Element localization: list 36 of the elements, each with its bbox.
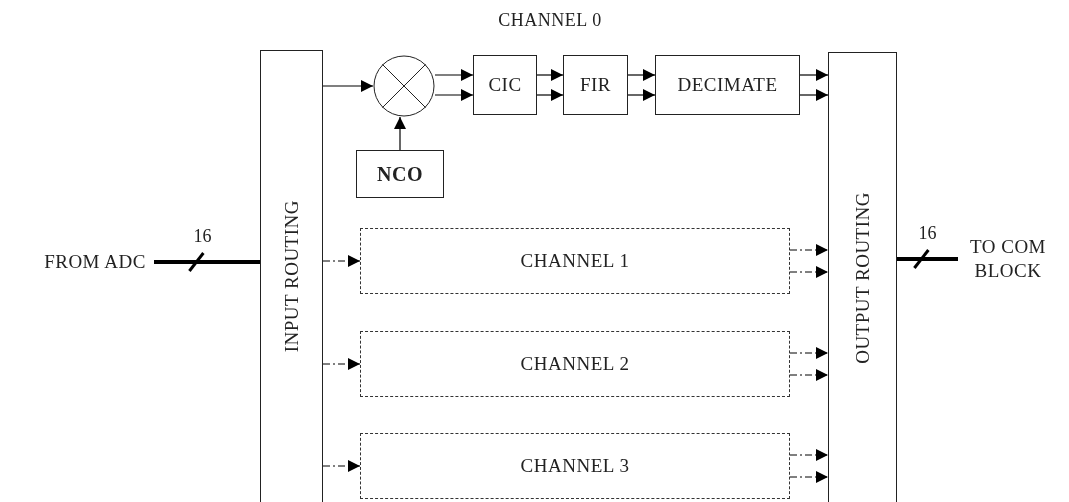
arrow	[434, 69, 474, 81]
channel-box: CHANNEL 3	[360, 433, 790, 499]
arrow	[789, 471, 829, 483]
channel-title: CHANNEL 0	[497, 10, 603, 31]
arrow	[322, 358, 361, 370]
routing-block: INPUT ROUTING	[260, 50, 323, 502]
mixer-symbol	[373, 55, 435, 117]
channel-box: CHANNEL 2	[360, 331, 790, 397]
arrow	[627, 89, 656, 101]
arrow	[394, 116, 406, 151]
edge-label: 16	[917, 223, 938, 244]
edge-label: 16	[192, 226, 213, 247]
arrow	[799, 69, 829, 81]
arrow	[536, 89, 564, 101]
bus-line	[154, 260, 260, 264]
bus-line	[897, 257, 958, 261]
signal-label: TO COM BLOCK	[958, 230, 1058, 288]
arrow	[789, 347, 829, 359]
routing-block: OUTPUT ROUTING	[828, 52, 897, 502]
arrow	[789, 244, 829, 256]
process-box: FIR	[563, 55, 628, 115]
process-box: CIC	[473, 55, 537, 115]
arrow	[799, 89, 829, 101]
arrow	[434, 89, 474, 101]
arrow	[789, 266, 829, 278]
arrow	[322, 80, 374, 92]
arrow	[789, 449, 829, 461]
channel-box: CHANNEL 1	[360, 228, 790, 294]
arrow	[536, 69, 564, 81]
arrow	[322, 460, 361, 472]
signal-label: FROM ADC	[36, 249, 154, 275]
arrow	[627, 69, 656, 81]
arrow	[789, 369, 829, 381]
process-box: NCO	[356, 150, 444, 198]
arrow	[322, 255, 361, 267]
process-box: DECIMATE	[655, 55, 800, 115]
